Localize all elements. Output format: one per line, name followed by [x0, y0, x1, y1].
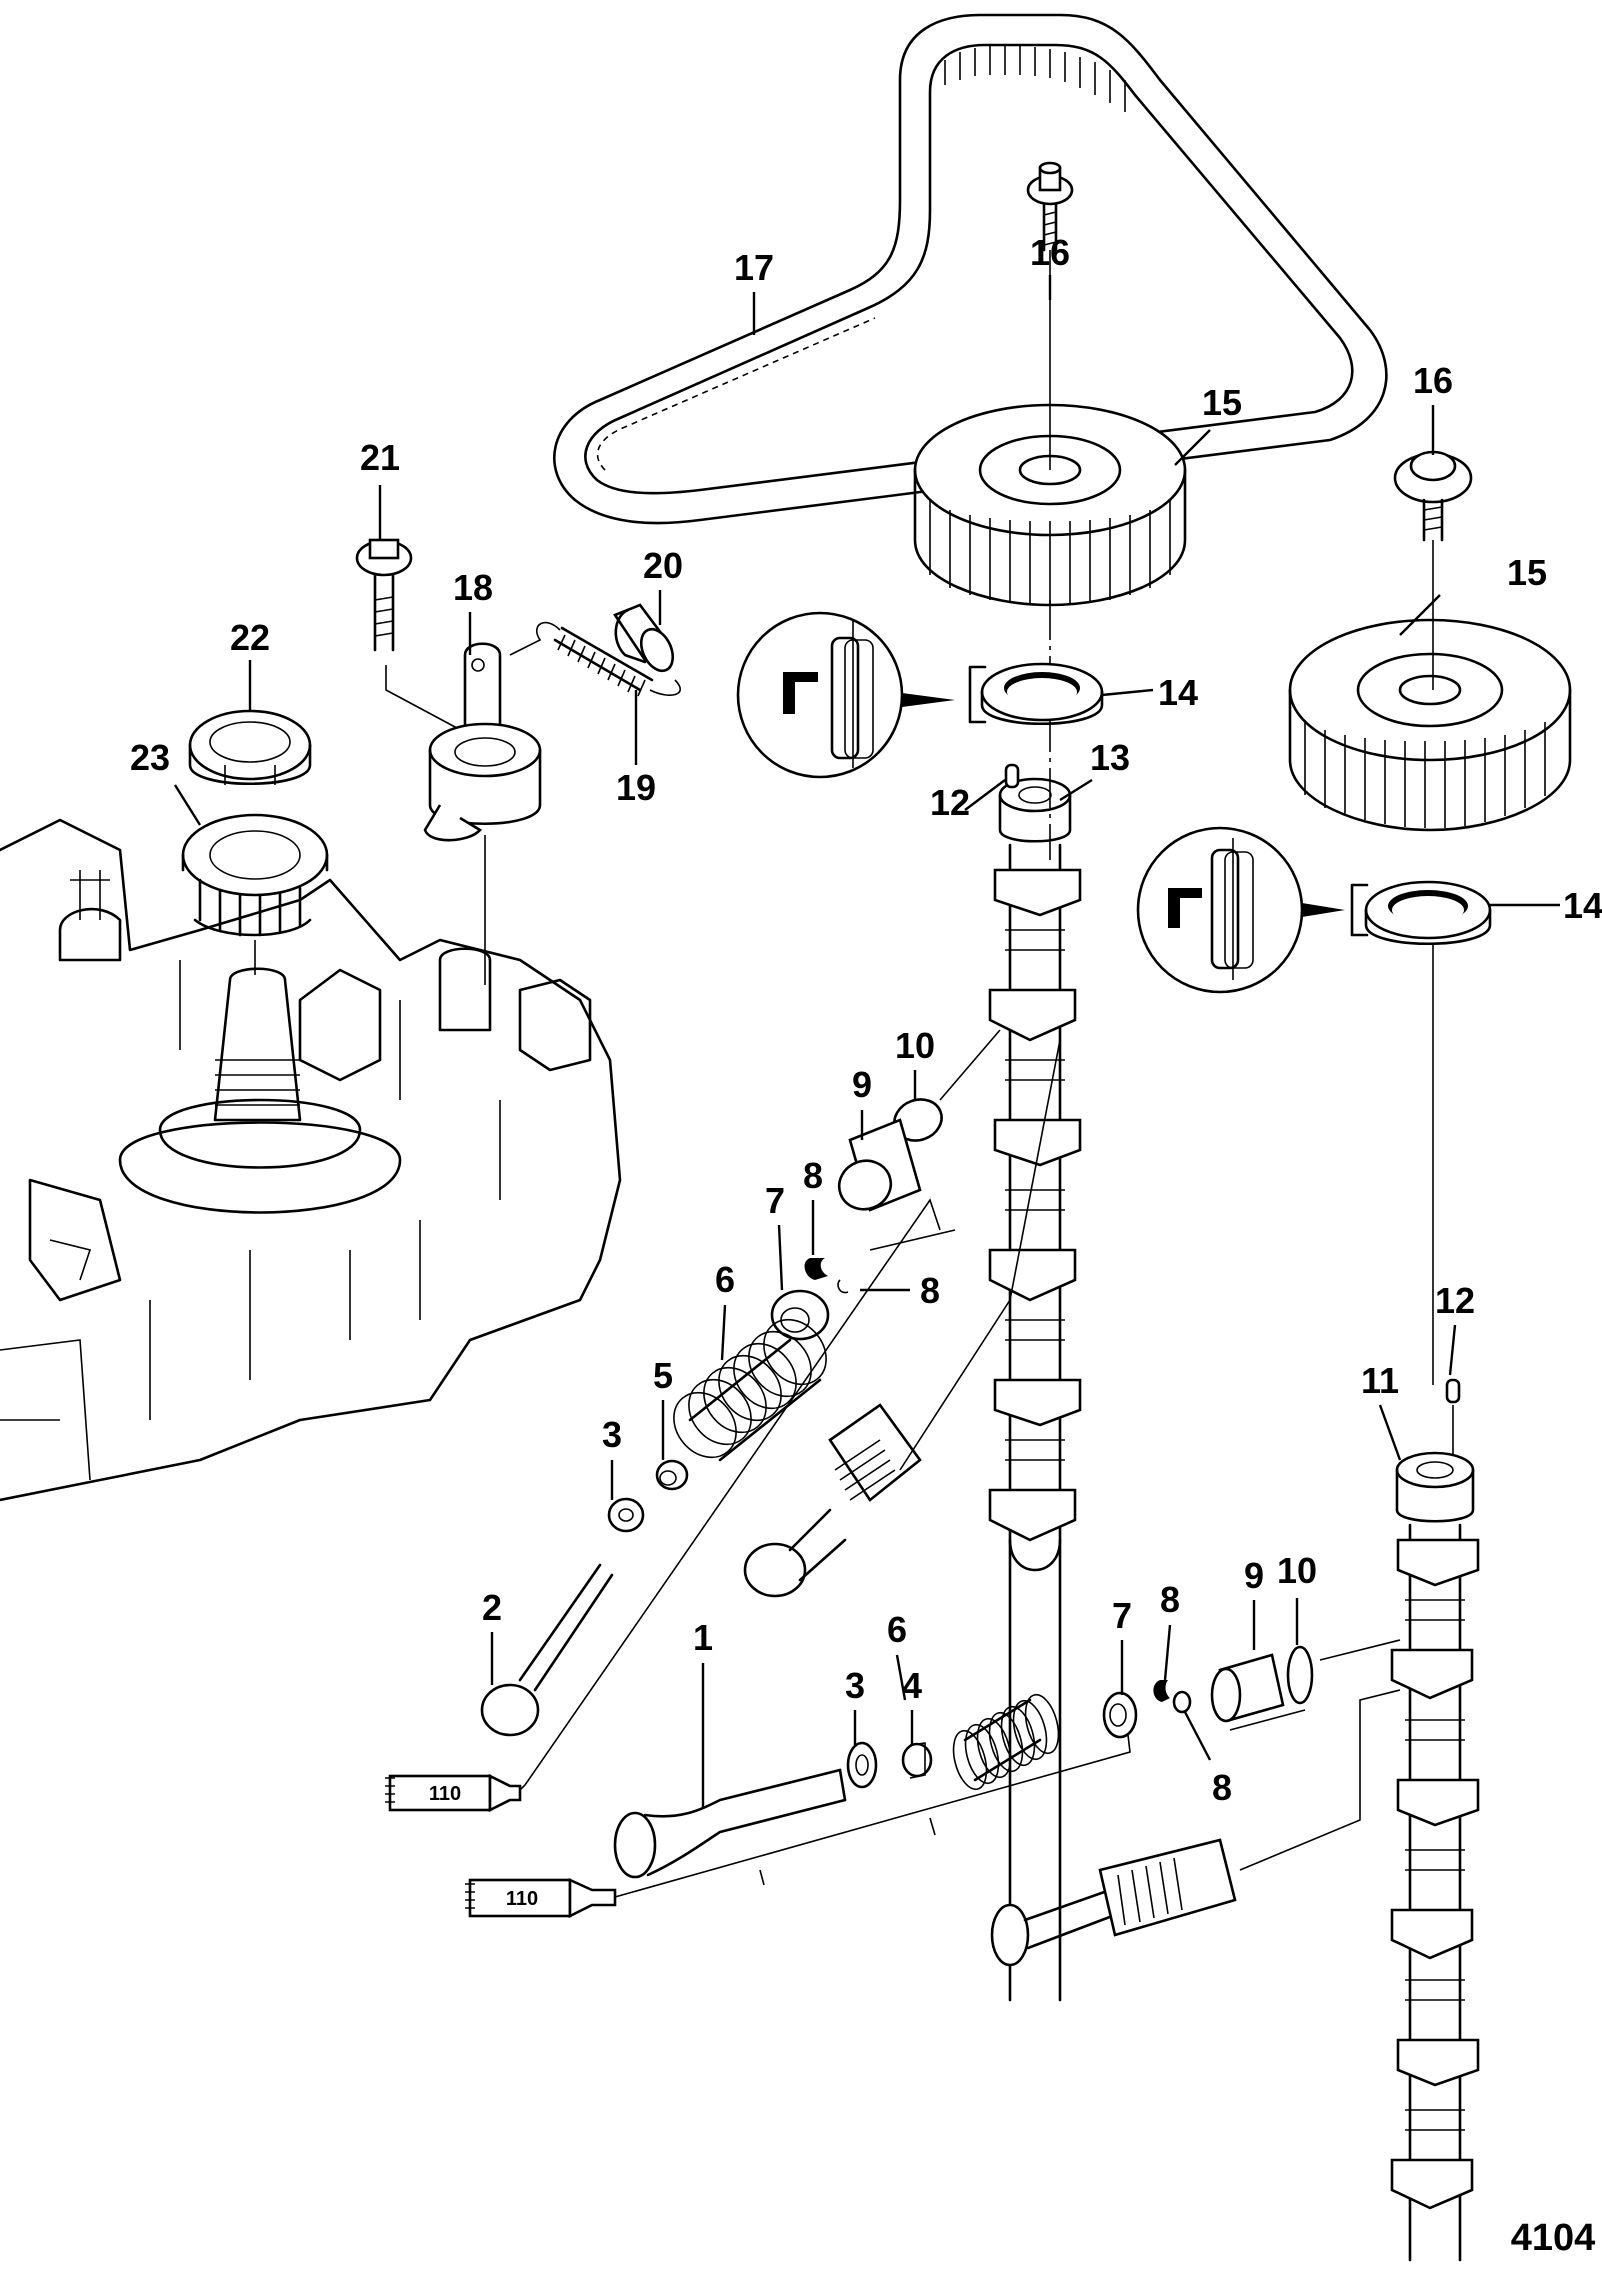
- leader-lines: [173, 275, 1560, 1808]
- timing-pulley-bolt-upper: [1026, 161, 1074, 252]
- callout-16-right: 16: [1413, 360, 1453, 401]
- callout-1: 1: [693, 1617, 713, 1658]
- valve-stem-seal-lower: [901, 1742, 933, 1779]
- camshaft-pulley-upper: [913, 250, 1187, 607]
- dowel-pin-right: [1445, 1378, 1461, 1455]
- valve-lifter-lower: [1210, 1653, 1285, 1723]
- lower-valve-guide-lines: [614, 1639, 1401, 1898]
- valve-spring-lower: [952, 1693, 1060, 1791]
- spacer: [613, 603, 675, 673]
- seal-detail-inset-right: [1136, 826, 1345, 994]
- valve-stem-seal-upper: [655, 1459, 689, 1491]
- figure-number: 4104: [1511, 2217, 1596, 2259]
- callout-12-right: 12: [1435, 1280, 1475, 1321]
- callout-21: 21: [360, 437, 400, 478]
- callout-7-upper: 7: [765, 1180, 785, 1221]
- callout-4: 4: [902, 1665, 922, 1706]
- intake-valve-upper: [480, 1563, 614, 1737]
- callout-8-upper-right: 8: [920, 1270, 940, 1311]
- callout-11: 11: [1361, 1360, 1399, 1401]
- callout-16-upper: 16: [1030, 232, 1070, 273]
- belt-tensioner: [423, 642, 542, 842]
- callout-14-upper: 14: [1158, 672, 1198, 713]
- callout-labels: 16 17 15 16 15 21 18 20 19 22 23 14 12 1…: [130, 232, 1602, 1808]
- valve-keeper-upper: [804, 1258, 849, 1294]
- tensioner-bolt: [355, 538, 471, 736]
- camshaft-pulley-right: [1288, 540, 1572, 832]
- camshaft-oil-seal-right: [1350, 880, 1492, 1385]
- dowel-pin-upper: [1004, 763, 1020, 789]
- exhaust-valve-assembled: [990, 1838, 1237, 1967]
- callout-13: 13: [1090, 737, 1130, 778]
- callout-12-upper: 12: [930, 782, 970, 823]
- valve-spring-seat-upper: [607, 1497, 645, 1533]
- callout-6-upper: 6: [715, 1259, 735, 1300]
- valve-spring-retainer-lower: [1102, 1691, 1138, 1739]
- callout-6-lower: 6: [887, 1609, 907, 1650]
- callout-3-upper: 3: [602, 1414, 622, 1455]
- callout-10-lower: 10: [1277, 1550, 1317, 1591]
- valve-lifter-upper: [837, 1118, 922, 1212]
- valve-shim-lower: [1286, 1645, 1314, 1705]
- callout-3-lower: 3: [845, 1665, 865, 1706]
- tensioner-spring: [509, 621, 681, 697]
- callout-8-lower-2: 8: [1212, 1767, 1232, 1808]
- callout-2: 2: [482, 1587, 502, 1628]
- camshaft-exhaust: [1390, 1451, 1480, 2262]
- callout-8-lower: 8: [1160, 1579, 1180, 1620]
- timing-pulley-bolt-right: [1393, 450, 1473, 542]
- callout-14-right: 14: [1563, 885, 1602, 926]
- callout-9-lower: 9: [1244, 1555, 1264, 1596]
- callout-20: 20: [643, 545, 683, 586]
- camshaft-intake: [988, 600, 1082, 2002]
- crankshaft-pulley: [181, 813, 329, 975]
- seal-detail-inset-upper: [736, 611, 955, 779]
- callout-5: 5: [653, 1355, 673, 1396]
- callout-23: 23: [130, 737, 170, 778]
- callout-7-lower: 7: [1112, 1595, 1132, 1636]
- upper-valve-guide-lines: [524, 1029, 1061, 1786]
- exhaust-valve-lower: [613, 1768, 847, 1879]
- sealant-tube-upper: 110: [385, 1773, 526, 1813]
- callout-9-upper: 9: [852, 1064, 872, 1105]
- callout-19: 19: [616, 767, 656, 808]
- callout-8-upper: 8: [803, 1155, 823, 1196]
- sealant-tube-label: 110: [429, 1783, 461, 1805]
- sealant-tube-label: 110: [506, 1888, 538, 1910]
- valve-keeper-lower: [1153, 1680, 1192, 1714]
- powerhead-block: [0, 818, 622, 1502]
- intake-valve-assembled: [743, 1403, 922, 1598]
- valve-spring-retainer-upper: [770, 1289, 830, 1341]
- sealant-tube-lower: 110: [465, 1877, 617, 1919]
- callout-22: 22: [230, 617, 270, 658]
- callout-15-right: 15: [1507, 552, 1547, 593]
- callout-10-upper: 10: [895, 1025, 935, 1066]
- valve-spring-seat-lower: [846, 1741, 878, 1789]
- callout-15-upper: 15: [1202, 382, 1242, 423]
- callout-17: 17: [734, 247, 774, 288]
- valve-spring-upper: [673, 1318, 827, 1462]
- camshaft-oil-seal-upper: [968, 662, 1104, 726]
- flywheel-nut: [188, 709, 312, 786]
- callout-18: 18: [453, 567, 493, 608]
